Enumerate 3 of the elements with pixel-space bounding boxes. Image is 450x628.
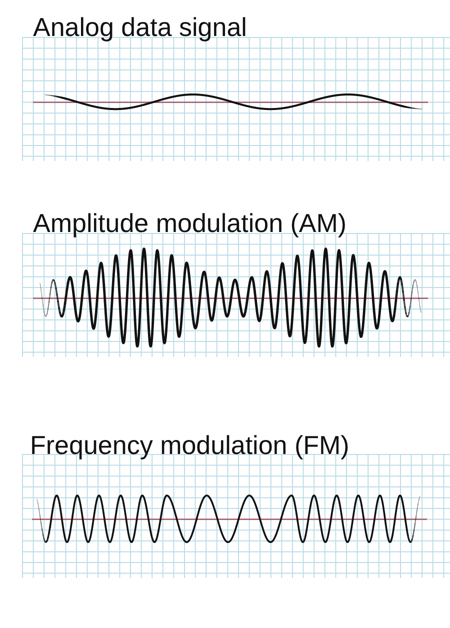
- panel-title: Analog data signal: [33, 14, 247, 40]
- panel-title: Frequency modulation (FM): [30, 432, 350, 458]
- panel-title: Amplitude modulation (AM): [33, 210, 347, 236]
